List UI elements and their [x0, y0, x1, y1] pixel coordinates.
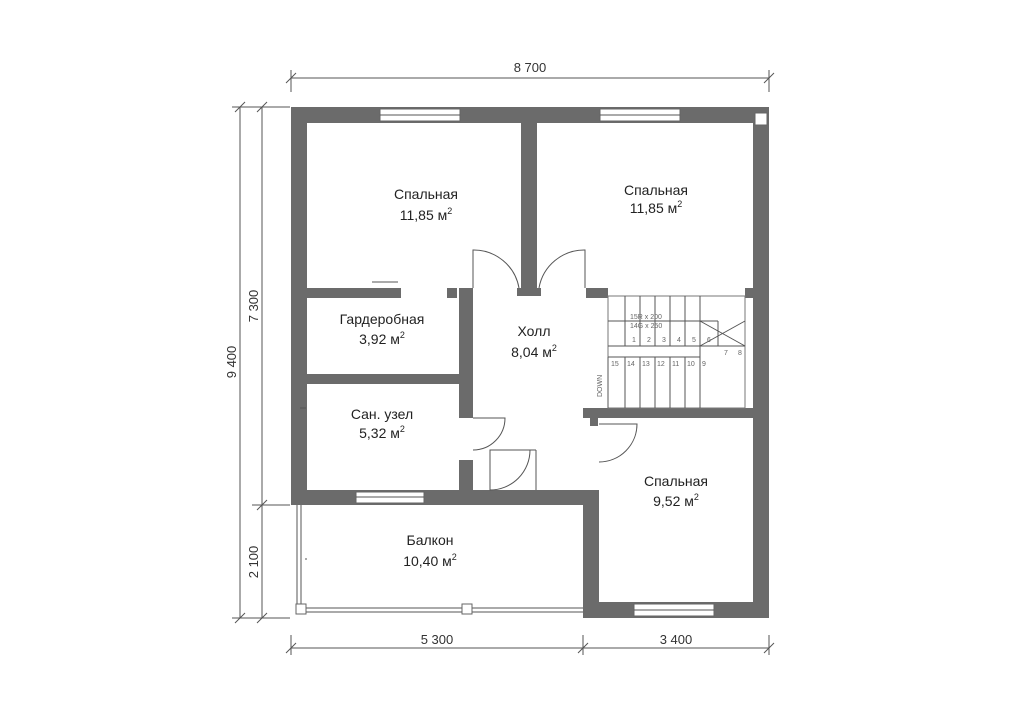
- room-area: 8,04 м2: [511, 343, 557, 360]
- stair-step-number: 2: [647, 337, 651, 344]
- stair-step-number: 11: [672, 361, 679, 368]
- room-name: Холл: [518, 323, 551, 339]
- room-bathroom: Сан. узел 5,32 м2: [351, 406, 413, 441]
- dim-bottom-right: 3 400: [660, 632, 693, 647]
- stair-step-number: 10: [687, 361, 695, 368]
- balcony-post-middle: [461, 603, 473, 615]
- dim-left-total: 9 400: [224, 346, 239, 379]
- door-bedroom-bottom-right: [598, 423, 638, 463]
- dim-left-lower: 2 100: [246, 546, 261, 579]
- windows: [355, 108, 768, 617]
- doors: [300, 249, 638, 491]
- window-right: [754, 112, 768, 126]
- stair-step-number: 6: [707, 337, 711, 344]
- stair-step-number: 14: [627, 361, 635, 368]
- door-balcony: [489, 449, 531, 491]
- room-area: 11,85 м2: [630, 199, 683, 216]
- dim-left-upper: 7 300: [246, 290, 261, 323]
- balcony-railing: [295, 505, 583, 615]
- room-area: 9,52 м2: [653, 492, 699, 509]
- stair-step-number: 15: [611, 361, 619, 368]
- room-name: Сан. узел: [351, 406, 413, 422]
- stair-step-number: 8: [738, 350, 742, 357]
- stair-step-number: 13: [642, 361, 650, 368]
- interior-walls: [307, 123, 753, 498]
- door-hall-bedroom-right: [538, 249, 586, 289]
- room-area: 11,85 м2: [400, 206, 453, 223]
- room-wardrobe: Гардеробная 3,92 м2: [340, 311, 425, 347]
- room-name: Балкон: [407, 532, 454, 548]
- dim-top-total: 8 700: [514, 60, 547, 75]
- door-hall-bedroom-left: [472, 249, 520, 289]
- room-area: 5,32 м2: [359, 424, 405, 441]
- stair-step-number: 3: [662, 337, 666, 344]
- room-name: Гардеробная: [340, 311, 425, 327]
- dim-bottom-left: 5 300: [421, 632, 454, 647]
- stair-step-number: 5: [692, 337, 696, 344]
- room-hall: Холл 8,04 м2: [511, 323, 557, 360]
- stair-step-number: 1: [632, 337, 636, 344]
- room-area: 10,40 м2: [403, 552, 457, 569]
- room-balcony: Балкон 10,40 м2: [403, 532, 457, 569]
- stair-step-number: 4: [677, 337, 681, 344]
- dimension-top: 8 700: [285, 60, 775, 92]
- room-bedroom-bottom-right: Спальная 9,52 м2: [644, 473, 708, 509]
- stair-down-label: DOWN: [597, 375, 604, 397]
- stair-step-number: 12: [657, 361, 665, 368]
- stair-step-number: 9: [702, 361, 706, 368]
- door-bathroom: [472, 417, 506, 451]
- room-name: Спальная: [624, 182, 688, 198]
- stair-step-number: 7: [724, 350, 728, 357]
- stair-spec-line1: 15R x 200: [630, 314, 662, 321]
- room-name: Спальная: [394, 186, 458, 202]
- room-area: 3,92 м2: [359, 330, 405, 347]
- room-bedroom-top-left: Спальная 11,85 м2: [394, 186, 458, 223]
- stair-spec-line2: 14G x 250: [630, 323, 662, 330]
- balcony-post-left: [295, 603, 307, 615]
- room-name: Спальная: [644, 473, 708, 489]
- dimension-bottom: 5 300 3 400: [285, 632, 775, 655]
- room-bedroom-top-right: Спальная 11,85 м2: [624, 182, 688, 216]
- dimension-left: 9 400 7 300 2 100: [224, 101, 290, 624]
